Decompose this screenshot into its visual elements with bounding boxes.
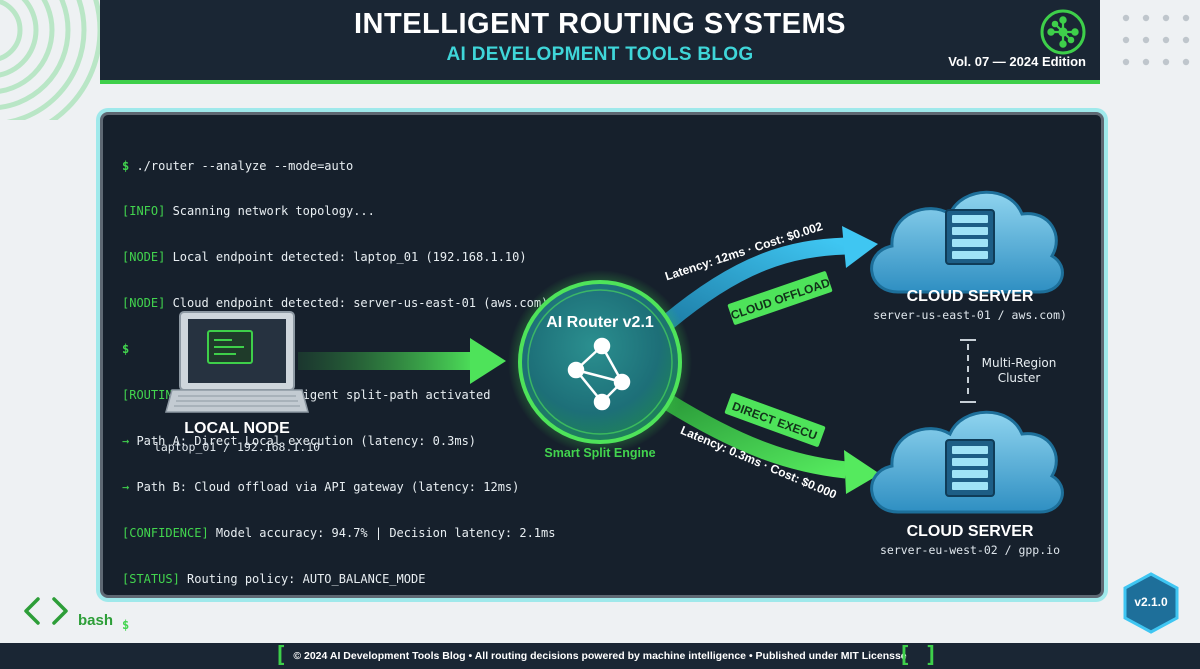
- version-label: v2.1.0: [1134, 595, 1168, 609]
- bash-label: bash: [78, 612, 114, 629]
- network-graph-icon: [567, 337, 631, 411]
- cloud-top-address: server-us-east-01 / aws.com): [873, 308, 1067, 322]
- page-title: INTELLIGENT ROUTING SYSTEMS: [353, 8, 846, 40]
- network-logo-icon: [1040, 9, 1086, 55]
- terminal-line: → Path B: Cloud offload via API gateway …: [122, 479, 520, 494]
- terminal-line: [STATUS] Routing policy: AUTO_BALANCE_MO…: [122, 571, 426, 586]
- decorative-dot-grid: [1122, 14, 1190, 66]
- terminal-line: [INFO] Scanning network topology...: [122, 204, 375, 219]
- cloud-top-name: CLOUD SERVER: [906, 288, 1034, 305]
- router-engine-label: Smart Split Engine: [544, 446, 656, 460]
- local-node-address: laptop_01 / 192.168.1.10: [153, 440, 321, 454]
- terminal-output: $ ./router --analyze --mode=auto [INFO] …: [122, 128, 642, 648]
- volume-label: Vol. 07 — 2024 Edition: [948, 54, 1086, 69]
- local-node-name: LOCAL NODE: [184, 420, 290, 437]
- footer-bracket-left: [: [274, 643, 288, 668]
- cloud-server-top-icon: [870, 190, 1064, 294]
- terminal-line: → Path A: Direct Local execution (latenc…: [122, 433, 477, 448]
- local-to-router-arrow: [298, 338, 506, 384]
- cloud-bottom-address: server-eu-west-02 / gpp.io: [879, 543, 1060, 557]
- terminal-line: $ ./router --analyze --mode=auto: [122, 158, 354, 173]
- version-hexagon-badge: [1123, 572, 1179, 634]
- code-brackets-icon: [24, 597, 68, 625]
- ai-router-node: [508, 270, 692, 454]
- terminal-line: [CONFIDENCE] Model accuracy: 94.7% | Dec…: [122, 525, 556, 540]
- terminal-line: [NODE] Local endpoint detected: laptop_0…: [122, 250, 527, 265]
- direct-execution-arrow: [663, 394, 880, 494]
- terminal-line: $: [122, 342, 130, 357]
- cloud-server-bottom-icon: [870, 410, 1064, 514]
- cloud-bottom-name: CLOUD SERVER: [906, 523, 1034, 540]
- footer-text: © 2024 AI Development Tools Blog • All r…: [293, 650, 907, 662]
- laptop-icon: [165, 311, 309, 413]
- footer-bar: [ © 2024 AI Development Tools Blog • All…: [0, 643, 1200, 669]
- page-subtitle: AI DEVELOPMENT TOOLS BLOG: [446, 44, 754, 65]
- footer-bracket-right: [ ]: [898, 643, 938, 668]
- cluster-connector: [960, 339, 976, 403]
- header-banner: INTELLIGENT ROUTING SYSTEMS AI DEVELOPME…: [100, 0, 1100, 84]
- cloud-offload-arrow: [662, 226, 878, 329]
- terminal-line: $: [122, 617, 130, 632]
- router-name: AI Router v2.1: [546, 314, 654, 331]
- cluster-label: Multi-Region Cluster: [981, 356, 1057, 385]
